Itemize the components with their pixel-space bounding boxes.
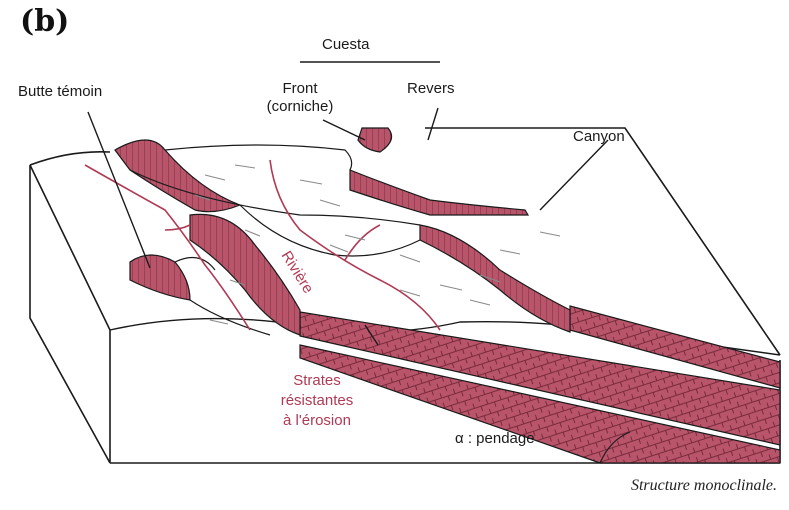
canyon-label: Canyon (573, 128, 625, 146)
cuesta-label: Cuesta (322, 36, 370, 54)
panel-label: (b) (20, 4, 69, 39)
strates-label-2: résistantes (262, 392, 372, 410)
strates-label-1: Strates (262, 372, 372, 390)
front-strata (300, 306, 780, 463)
figure-caption: Structure monoclinale. (631, 477, 777, 495)
pendage-label: α : pendage (455, 430, 535, 448)
cuesta-cliffs (115, 128, 570, 335)
butte-temoin-label: Butte témoin (18, 83, 102, 101)
corniche-label: (corniche) (255, 98, 345, 116)
front-label: Front (265, 80, 335, 98)
revers-label: Revers (407, 80, 455, 98)
strates-label-3: à l'érosion (262, 412, 372, 430)
